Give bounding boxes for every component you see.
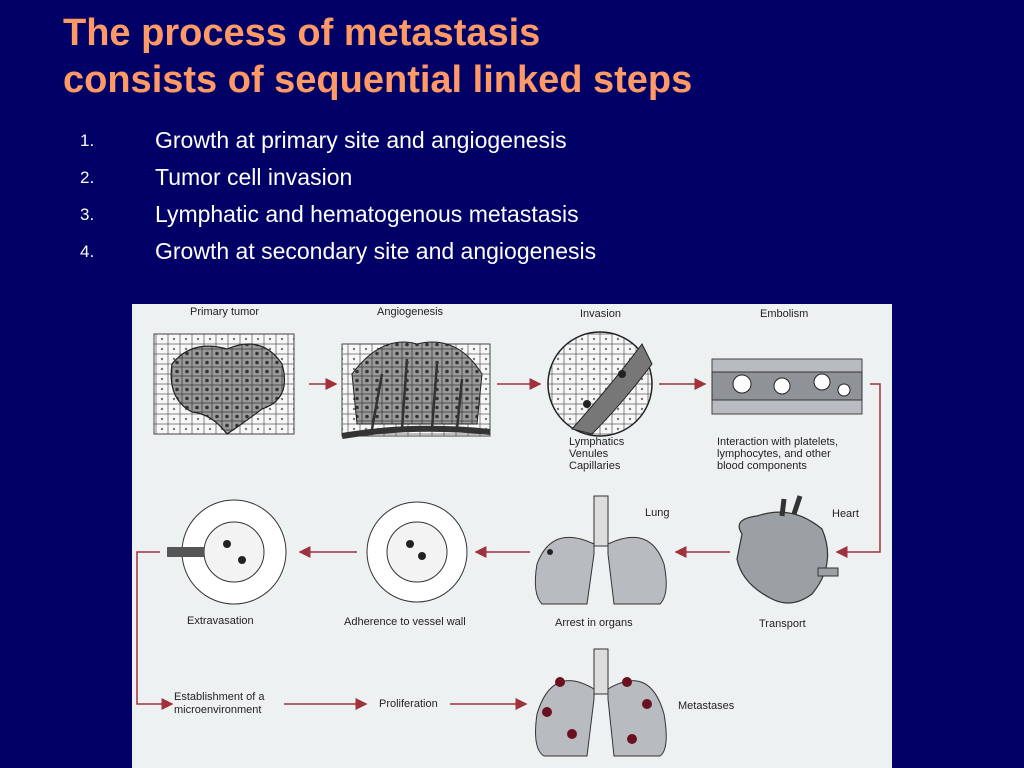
adherence-figure — [366, 501, 468, 603]
invasion-figure — [547, 331, 653, 437]
arrow-8 — [136, 551, 174, 710]
embolism-figure — [711, 358, 863, 415]
metastases-lung-figure — [535, 648, 667, 757]
primary-tumor-figure — [153, 333, 295, 435]
label-lymphatics: Lymphatics — [569, 436, 625, 448]
step-text: Growth at secondary site and angiogenesi… — [155, 238, 597, 264]
heart-figure — [736, 495, 839, 604]
label-metastases: Metastases — [678, 700, 735, 712]
label-heart: Heart — [832, 508, 859, 520]
label-proliferation: Proliferation — [379, 698, 438, 710]
label-establishment-1: Establishment of a — [174, 691, 265, 703]
metastasis-diagram: Primary tumor Angiogenesis Invasion Lymp… — [132, 304, 892, 768]
step-number: 1. — [80, 131, 95, 150]
label-venules: Venules — [569, 448, 609, 460]
title-line-1: The process of metastasis — [63, 12, 541, 54]
label-capillaries: Capillaries — [569, 460, 621, 472]
label-interaction-2: lymphocytes, and other — [717, 448, 831, 460]
diagram-svg: Primary tumor Angiogenesis Invasion Lymp… — [136, 306, 881, 757]
lung-figure — [534, 495, 667, 605]
label-interaction-3: blood components — [717, 460, 807, 472]
step-number: 2. — [80, 168, 95, 187]
label-lung: Lung — [645, 507, 669, 519]
step-text: Lymphatic and hematogenous metastasis — [155, 201, 579, 227]
label-extravasation: Extravasation — [187, 615, 254, 627]
label-angiogenesis: Angiogenesis — [377, 306, 444, 318]
step-number: 4. — [80, 242, 95, 261]
label-arrest: Arrest in organs — [555, 617, 633, 629]
label-embolism: Embolism — [760, 308, 808, 320]
slide-title: The process of metastasis consists of se… — [63, 10, 692, 104]
label-establishment-2: microenvironment — [174, 704, 261, 716]
step-text: Growth at primary site and angiogenesis — [155, 127, 567, 153]
label-primary-tumor: Primary tumor — [190, 306, 259, 318]
angiogenesis-figure — [341, 341, 491, 439]
arrow-4 — [835, 383, 881, 558]
label-invasion: Invasion — [580, 308, 621, 320]
label-adherence: Adherence to vessel wall — [344, 616, 466, 628]
step-text: Tumor cell invasion — [155, 164, 353, 190]
label-interaction-1: Interaction with platelets, — [717, 436, 838, 448]
step-number: 3. — [80, 205, 95, 224]
label-transport: Transport — [759, 618, 806, 630]
title-line-2: consists of sequential linked steps — [63, 59, 693, 101]
extravasation-figure — [167, 499, 287, 605]
